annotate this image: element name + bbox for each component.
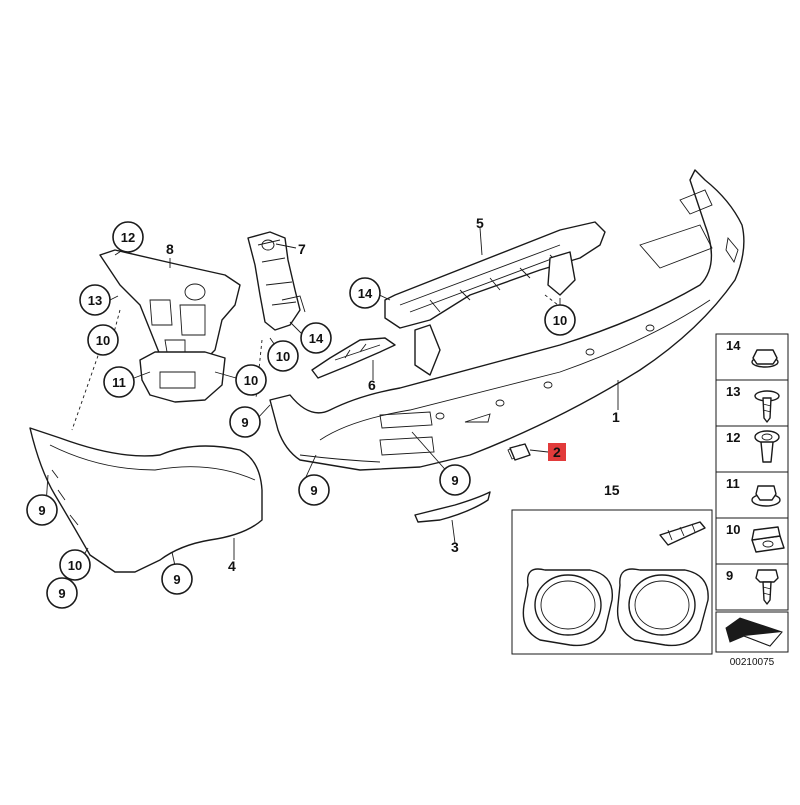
callout-circle: 9	[229, 406, 261, 438]
callout-circle: 10	[235, 364, 267, 396]
part-number-highlighted: 2	[553, 444, 561, 460]
legend-number: 14	[726, 338, 741, 353]
corner-panel	[29, 427, 263, 573]
callout-number: 10	[96, 333, 110, 348]
legend-number: 9	[726, 568, 733, 583]
part-number: 1	[612, 409, 620, 425]
fastener-legend: 14 13 12 11 10 9	[715, 333, 789, 611]
callout-number: 10	[553, 313, 567, 328]
alignment-line	[544, 294, 559, 306]
callout-circle: 10	[87, 324, 119, 356]
callout-circle: 10	[267, 340, 299, 372]
bumper-panel	[269, 169, 745, 471]
part-number: 3	[451, 539, 459, 555]
callout-number: 10	[68, 558, 82, 573]
callout-number: 9	[58, 586, 65, 601]
callout-number: 9	[38, 503, 45, 518]
callout-number: 12	[121, 230, 135, 245]
hex-nut-icon	[751, 349, 779, 368]
exhaust-clip	[659, 521, 706, 546]
callout-number: 9	[241, 415, 248, 430]
part-numbers: 1 2 3 4 5 6 7 8 15	[166, 215, 620, 574]
callout-number: 11	[112, 375, 126, 390]
legend-number: 11	[726, 476, 740, 491]
part-number: 7	[298, 241, 306, 257]
callout-circle: 9	[161, 563, 193, 595]
callout-circle: 14	[300, 322, 332, 354]
legend-number: 13	[726, 384, 740, 399]
callout-circle: 13	[79, 284, 111, 316]
part-number: 8	[166, 241, 174, 257]
legend-number: 10	[726, 522, 740, 537]
callout-circle: 10	[544, 304, 576, 336]
reflector-strip	[414, 491, 491, 523]
tow-hook-cap	[509, 443, 549, 461]
callout-number: 10	[244, 373, 258, 388]
callout-number: 9	[310, 483, 317, 498]
callout-circle: 9	[298, 474, 330, 506]
collar-nut-icon	[751, 485, 781, 507]
part-number: 6	[368, 377, 376, 393]
callout-circle: 9	[26, 494, 58, 526]
callout-circle: 9	[439, 464, 471, 496]
callouts: 12 13 10 11 10 9 9 9 10 9 9 10 14 14 10 …	[26, 221, 576, 609]
callout-circle: 14	[349, 277, 381, 309]
callout-circle: 12	[112, 221, 144, 253]
callout-number: 14	[358, 286, 373, 301]
callout-circle: 10	[59, 549, 91, 581]
exhaust-trim-left	[522, 568, 614, 647]
expanding-rivet-icon	[754, 430, 780, 463]
callout-number: 10	[276, 349, 290, 364]
part-number: 15	[604, 482, 620, 498]
callout-circle: 11	[103, 366, 135, 398]
legend-number: 12	[726, 430, 740, 445]
small-bracket	[311, 337, 396, 379]
exhaust-trim-group	[511, 509, 713, 655]
lower-side-bracket	[139, 351, 226, 403]
part-number: 4	[228, 558, 236, 574]
callout-number: 9	[451, 473, 458, 488]
callout-number: 14	[309, 331, 324, 346]
highlight-badge	[548, 443, 566, 461]
exhaust-trim-right	[616, 568, 709, 647]
guide-bracket	[247, 231, 306, 331]
clip-nut-icon	[751, 526, 785, 553]
callout-number: 13	[88, 293, 102, 308]
washer-screw-icon	[754, 390, 780, 423]
carrier-rail	[384, 221, 606, 376]
drawing-number: 00210075	[730, 657, 775, 668]
callout-circle: 9	[46, 577, 78, 609]
part-number: 5	[476, 215, 484, 231]
callout-number: 9	[173, 572, 180, 587]
direction-symbol	[715, 611, 789, 653]
alignment-line	[71, 349, 101, 431]
screw-icon	[755, 569, 779, 605]
